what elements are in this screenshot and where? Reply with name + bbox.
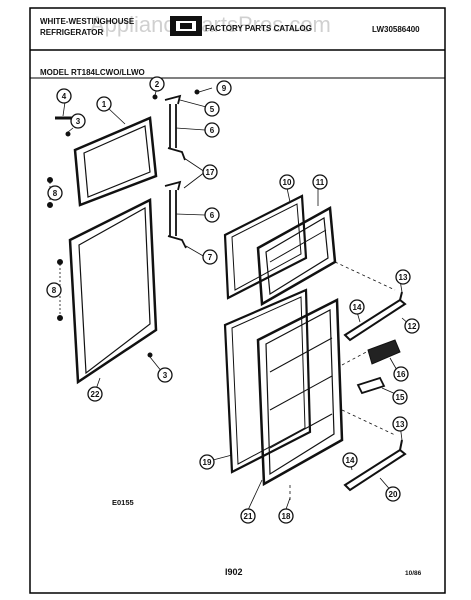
revision-date: 10/86 — [405, 570, 422, 577]
freezer-door-outer — [73, 116, 158, 207]
callout-21[interactable]: 21 — [240, 508, 256, 524]
svg-text:1: 1 — [102, 100, 107, 109]
brand-line-1: WHITE-WESTINGHOUSE — [40, 17, 135, 26]
svg-text:6: 6 — [210, 126, 215, 135]
callout-14-lower[interactable]: 14 — [342, 452, 358, 468]
screw-group — [47, 89, 200, 358]
hinge-upper — [164, 94, 186, 161]
callout-8-lower[interactable]: 8 — [46, 282, 62, 298]
svg-text:16: 16 — [397, 370, 406, 379]
callout-15[interactable]: 15 — [392, 389, 408, 405]
svg-text:3: 3 — [163, 371, 168, 380]
callout-17[interactable]: 17 — [202, 164, 218, 180]
hinge-lower — [164, 180, 187, 249]
svg-text:13: 13 — [399, 273, 408, 282]
callout-16[interactable]: 16 — [393, 366, 409, 382]
fresh-food-door-outer — [68, 198, 158, 385]
svg-text:7: 7 — [208, 253, 213, 262]
callout-4[interactable]: 4 — [56, 88, 72, 104]
svg-text:5: 5 — [210, 105, 215, 114]
svg-text:18: 18 — [282, 512, 291, 521]
svg-text:14: 14 — [353, 303, 362, 312]
callout-2[interactable]: 2 — [149, 76, 165, 92]
svg-text:9: 9 — [222, 84, 227, 93]
fresh-food-door-liner — [256, 298, 344, 487]
callout-1[interactable]: 1 — [96, 96, 112, 112]
svg-text:3: 3 — [76, 117, 81, 126]
assembly-guides — [289, 261, 396, 500]
svg-text:13: 13 — [396, 420, 405, 429]
svg-text:6: 6 — [210, 211, 215, 220]
page-border — [29, 7, 446, 594]
svg-text:2: 2 — [155, 80, 160, 89]
callout-3-upper[interactable]: 3 — [70, 113, 86, 129]
svg-text:4: 4 — [62, 92, 67, 101]
svg-text:12: 12 — [408, 322, 417, 331]
model-line: MODEL RT184LCWO/LLWO — [40, 68, 145, 77]
svg-text:19: 19 — [203, 458, 212, 467]
catalog-number: LW30586400 — [372, 25, 420, 34]
door-shelf-lower — [343, 439, 407, 492]
callout-14-upper[interactable]: 14 — [349, 299, 365, 315]
callout-6-upper[interactable]: 6 — [204, 122, 220, 138]
brand-line-2: REFRIGERATOR — [40, 28, 104, 37]
watermark: AppliancePartsPros.com — [90, 12, 331, 37]
callout-7[interactable]: 7 — [202, 249, 218, 265]
svg-text:15: 15 — [396, 393, 405, 402]
svg-text:11: 11 — [316, 178, 325, 187]
callout-3-lower[interactable]: 3 — [157, 367, 173, 383]
brand-logo-icon — [170, 16, 202, 36]
page-number: I902 — [225, 567, 243, 577]
fresh-food-door-gasket — [223, 288, 312, 474]
door-shelf-upper — [343, 291, 407, 342]
diagram-code: E0155 — [112, 498, 134, 507]
callout-13-upper[interactable]: 13 — [395, 269, 411, 285]
callout-11[interactable]: 11 — [312, 174, 328, 190]
svg-text:10: 10 — [283, 178, 292, 187]
callout-6-lower[interactable]: 6 — [204, 207, 220, 223]
callout-20[interactable]: 20 — [385, 486, 401, 502]
callout-22[interactable]: 22 — [87, 386, 103, 402]
svg-text:17: 17 — [206, 168, 215, 177]
svg-text:20: 20 — [389, 490, 398, 499]
callout-5[interactable]: 5 — [204, 101, 220, 117]
callout-18[interactable]: 18 — [278, 508, 294, 524]
callout-19[interactable]: 19 — [199, 454, 215, 470]
callout-10[interactable]: 10 — [279, 174, 295, 190]
butter-compartment — [356, 339, 401, 395]
svg-text:22: 22 — [91, 390, 100, 399]
svg-text:8: 8 — [52, 286, 57, 295]
catalog-title: FACTORY PARTS CATALOG — [205, 24, 312, 33]
callout-9[interactable]: 9 — [216, 80, 232, 96]
svg-text:8: 8 — [53, 189, 58, 198]
callout-8-upper[interactable]: 8 — [47, 185, 63, 201]
callout-12[interactable]: 12 — [404, 318, 420, 334]
freezer-door-gasket — [223, 194, 308, 300]
callout-13-lower[interactable]: 13 — [392, 416, 408, 432]
svg-text:21: 21 — [244, 512, 253, 521]
svg-text:14: 14 — [346, 456, 355, 465]
